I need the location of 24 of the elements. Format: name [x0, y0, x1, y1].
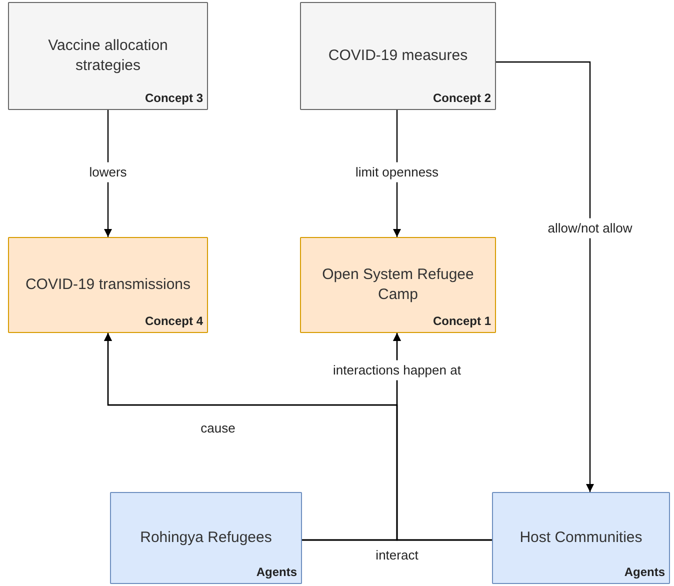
- node-tag: Concept 2: [432, 89, 491, 107]
- concept-box: [300, 237, 496, 333]
- node-tag: Concept 1: [432, 312, 491, 330]
- node-title: COVID-19 measures: [327, 46, 469, 66]
- concept-box: [110, 492, 302, 584]
- arrow: [496, 61, 594, 492]
- concept-box: [8, 2, 208, 110]
- edge-label: lowers: [87, 162, 129, 182]
- node-tag: Concept 4: [144, 312, 203, 330]
- arrow: [104, 333, 492, 541]
- concept-box: [300, 2, 496, 110]
- concept-box: [492, 492, 670, 584]
- edge-label: allow/not allow: [546, 218, 634, 238]
- node-tag: Concept 3: [144, 89, 203, 107]
- node-title: COVID-19 transmissions: [24, 275, 192, 295]
- node-title: Rohingya Refugees: [139, 528, 273, 548]
- concept-box: [8, 237, 208, 333]
- node-title: Open System Refugee Camp: [321, 265, 475, 305]
- edge-label: interactions happen at: [331, 360, 463, 380]
- node-tag: Agents: [256, 563, 297, 581]
- node-title: Host Communities: [518, 528, 644, 548]
- node-title: Vaccine allocation strategies: [47, 36, 169, 76]
- edge-label: limit openness: [353, 162, 441, 182]
- node-tag: Agents: [624, 563, 665, 581]
